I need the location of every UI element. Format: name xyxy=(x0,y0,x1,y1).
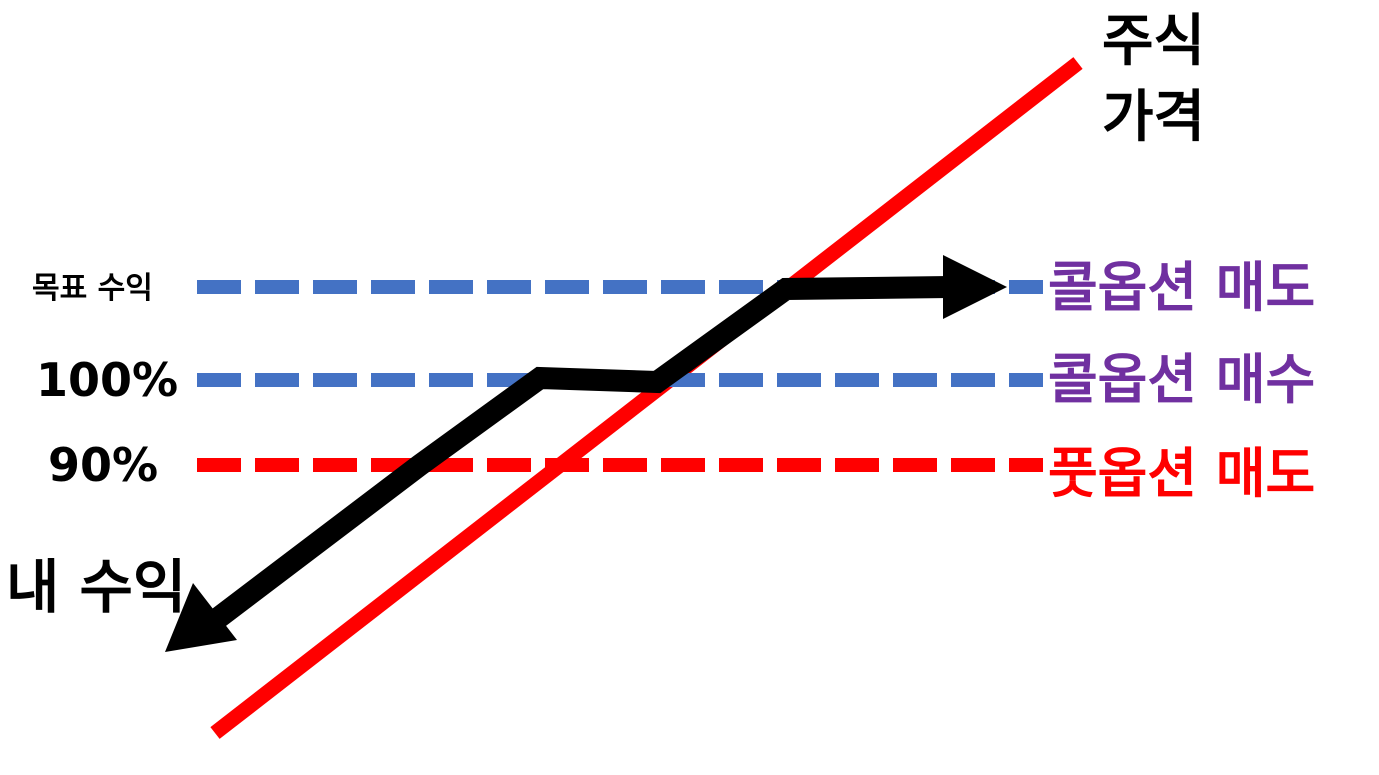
payoff-arrow-path xyxy=(198,276,951,637)
call-buy-label: 콜옵션 매수 xyxy=(1048,348,1315,411)
pct-100-label: 100% xyxy=(36,353,178,407)
stock-price-label-line2: 가격 xyxy=(1102,85,1205,150)
stock-price-line xyxy=(210,57,1083,739)
call-sell-label: 콜옵션 매도 xyxy=(1048,256,1315,319)
target-profit-label: 목표 수익 xyxy=(32,271,153,306)
my-profit-label: 내 수익 xyxy=(6,553,186,621)
put-sell-label: 풋옵션 매도 xyxy=(1048,442,1315,505)
payoff-arrowhead-right xyxy=(943,255,1007,319)
payoff-arrowhead-left xyxy=(165,583,237,652)
pct-90-label: 90% xyxy=(48,438,158,492)
stock-price-label-line1: 주식 xyxy=(1102,9,1205,74)
